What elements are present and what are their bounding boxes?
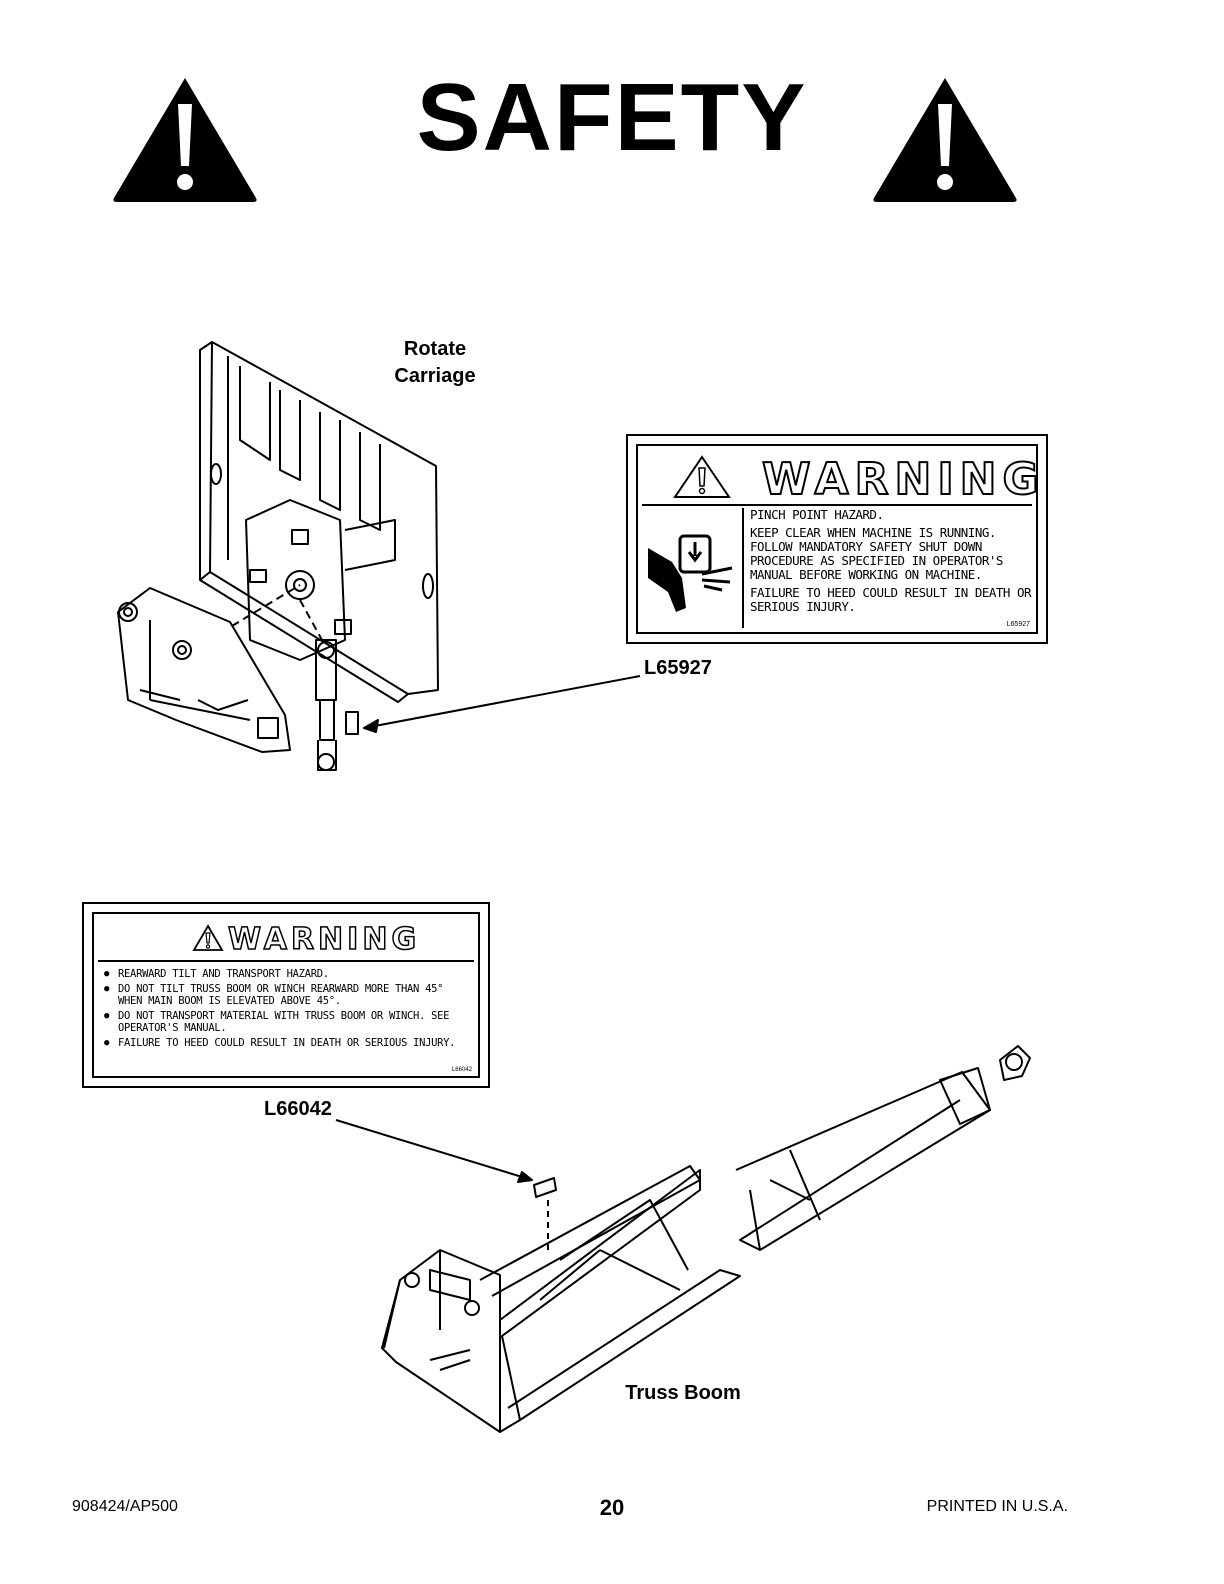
truss-boom-tip xyxy=(735,1071,991,1251)
decal-line: PINCH POINT HAZARD. xyxy=(750,507,884,522)
decal-code: L65927 xyxy=(1006,621,1030,628)
decal-2-callout: L66042 xyxy=(264,1098,332,1120)
decal-header: WARNING xyxy=(98,918,474,962)
decal-line: KEEP CLEAR WHEN MACHINE IS RUNNING. FOLL… xyxy=(750,525,1003,582)
page-title: SAFETY xyxy=(416,64,808,171)
pinch-point-pictogram xyxy=(642,508,744,628)
warning-triangle-icon-right xyxy=(873,78,1017,202)
decal-body: REARWARD TILT AND TRANSPORT HAZARD. DO N… xyxy=(104,968,472,1072)
decal-line: FAILURE TO HEED COULD RESULT IN DEATH OR… xyxy=(750,585,1032,614)
document-number: 908424/AP500 xyxy=(72,1498,178,1515)
carriage-plate xyxy=(209,341,439,695)
warning-decal-pinch-point: WARNING PINCH POINT HAZARD. KEEP CLEAR W… xyxy=(626,434,1048,644)
decal-1-callout: L65927 xyxy=(644,657,712,679)
alert-triangle-icon xyxy=(673,455,731,498)
printed-in: PRINTED IN U.S.A. xyxy=(926,1498,1068,1515)
decal-bullet: DO NOT TRANSPORT MATERIAL WITH TRUSS BOO… xyxy=(104,1010,472,1034)
decal-code: L66042 xyxy=(451,1067,472,1073)
decal-heading: WARNING xyxy=(761,453,1045,506)
decal-body: PINCH POINT HAZARD. KEEP CLEAR WHEN MACH… xyxy=(750,508,1032,628)
hand-crush-icon xyxy=(648,534,733,612)
rotate-carriage-label: Rotate Carriage xyxy=(394,338,476,387)
rotate-frame xyxy=(117,587,291,753)
page-number: 20 xyxy=(599,1495,625,1520)
truss-boom-label: Truss Boom xyxy=(625,1382,741,1404)
warning-triangle-icon-left xyxy=(113,78,257,202)
decal-header: WARNING xyxy=(642,450,1040,506)
warning-decal-rearward-tilt: WARNING REARWARD TILT AND TRANSPORT HAZA… xyxy=(82,902,490,1088)
decal-bullet: FAILURE TO HEED COULD RESULT IN DEATH OR… xyxy=(104,1037,472,1049)
decal-heading: WARNING xyxy=(227,921,421,958)
truss-boom-base xyxy=(381,1169,701,1433)
decal-bullet: DO NOT TILT TRUSS BOOM OR WINCH REARWARD… xyxy=(104,983,472,1007)
alert-triangle-icon xyxy=(192,924,224,951)
decal-bullet: REARWARD TILT AND TRANSPORT HAZARD. xyxy=(104,968,472,980)
